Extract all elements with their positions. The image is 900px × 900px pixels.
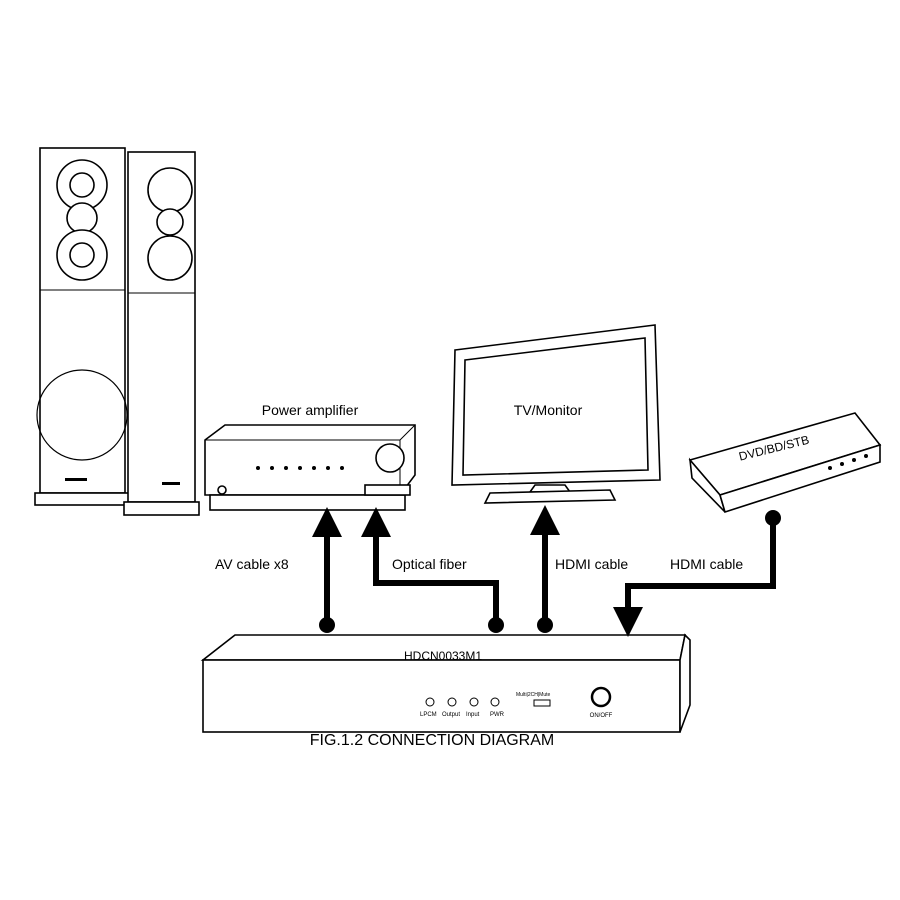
led-lpcm: LPCM [420, 712, 437, 718]
hdmi-tv-cable-label: HDMI cable [555, 556, 628, 572]
mode-switch-label: Multi|2CH|Mute [516, 692, 550, 698]
led-input: Input [466, 712, 480, 718]
led-output: Output [442, 712, 460, 718]
power-button-label: ON/OFF [590, 713, 613, 719]
converter-box [200, 633, 691, 733]
amplifier-label: Power amplifier [262, 402, 359, 418]
speaker-left [34, 147, 131, 506]
optical-cable [361, 507, 504, 633]
led-pwr: PWR [490, 712, 505, 718]
hdmi-tv-cable [530, 505, 560, 633]
av-cable [312, 507, 342, 633]
tv-label: TV/Monitor [514, 402, 583, 418]
tv-monitor [451, 324, 661, 504]
optical-cable-label: Optical fiber [392, 556, 467, 572]
av-cable-label: AV cable x8 [215, 556, 289, 572]
power-amplifier [204, 424, 416, 511]
hdmi-source-cable [613, 510, 781, 637]
speaker-right [123, 151, 200, 516]
figure-caption: FIG.1.2 CONNECTION DIAGRAM [310, 732, 554, 749]
dvd-player [688, 412, 882, 514]
hdmi-source-cable-label: HDMI cable [670, 556, 743, 572]
converter-model: HDCN0033M1 [404, 649, 482, 663]
